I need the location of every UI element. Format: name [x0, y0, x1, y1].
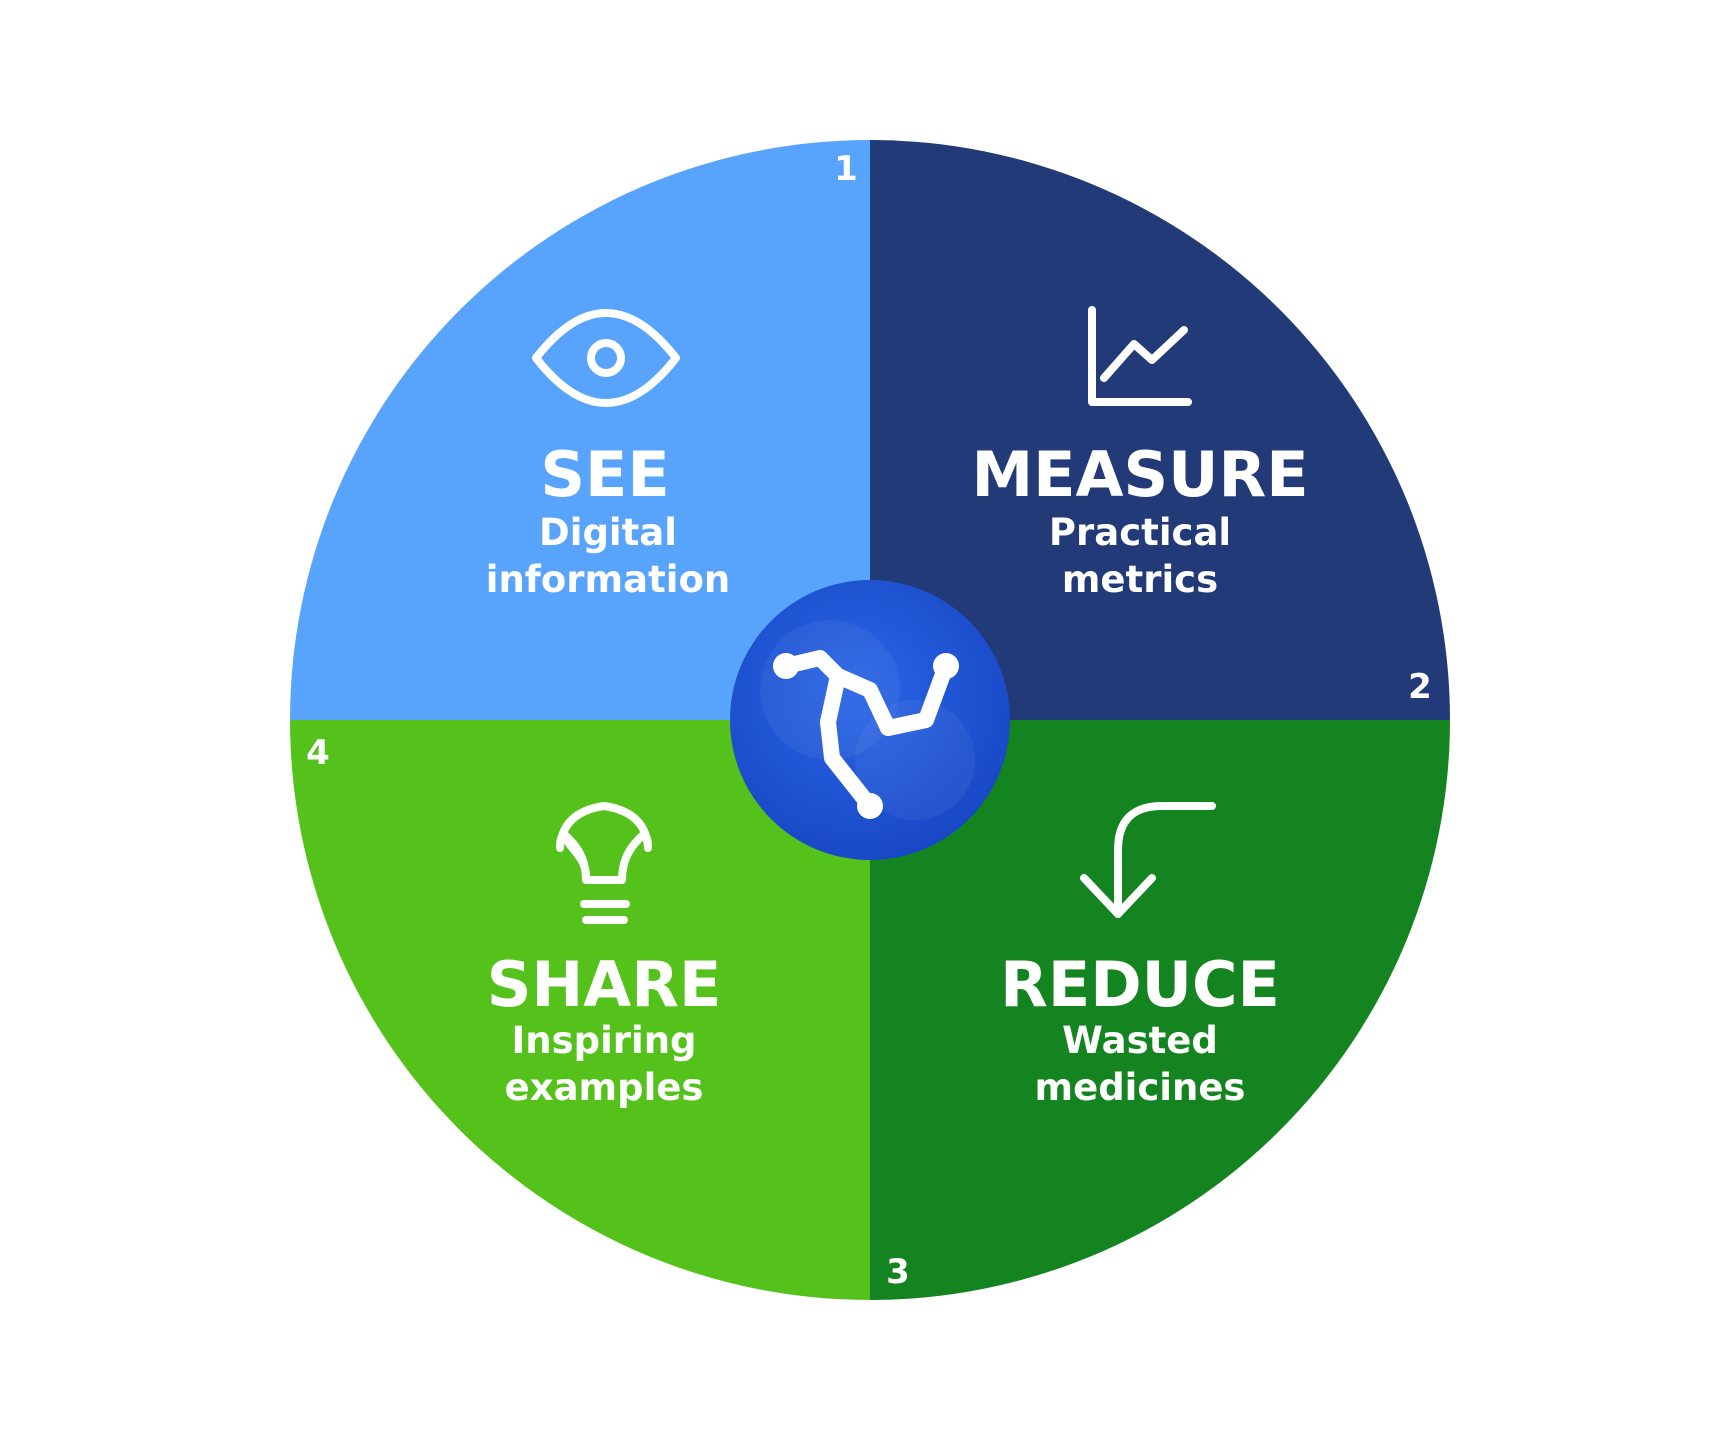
quadrant-subtitle-share-line1: Inspiring: [511, 1019, 696, 1062]
molecule-network-icon: [773, 650, 959, 819]
quadrant-subtitle-measure-line1: Practical: [1049, 511, 1231, 554]
quadrant-title-measure: MEASURE: [971, 438, 1308, 511]
quadrant-number-share: 4: [306, 733, 330, 773]
quadrant-number-measure: 2: [1408, 667, 1432, 707]
quadrant-subtitle-see-line1: Digital: [539, 511, 677, 554]
quadrant-subtitle-reduce-line1: Wasted: [1062, 1019, 1218, 1062]
quadrant-number-see: 1: [834, 149, 858, 189]
quadrant-number-reduce: 3: [886, 1252, 910, 1292]
quadrant-subtitle-measure-line2: metrics: [1062, 558, 1218, 601]
eye-icon: [532, 309, 680, 407]
quadrant-title-reduce: REDUCE: [1000, 948, 1280, 1021]
quadrant-subtitle-see-line2: information: [486, 558, 730, 601]
lightbulb-icon: [556, 802, 652, 924]
quadrant-subtitle-share-line2: examples: [505, 1066, 704, 1109]
center-hub-circle: [730, 580, 1010, 860]
quadrant-subtitle-reduce-line2: medicines: [1035, 1066, 1246, 1109]
return-arrow-down-icon: [1080, 802, 1216, 918]
line-chart-icon: [1088, 306, 1192, 406]
quadrant-title-see: SEE: [540, 438, 669, 511]
quadrant-title-share: SHARE: [487, 948, 722, 1021]
center-hub: [730, 580, 1010, 860]
